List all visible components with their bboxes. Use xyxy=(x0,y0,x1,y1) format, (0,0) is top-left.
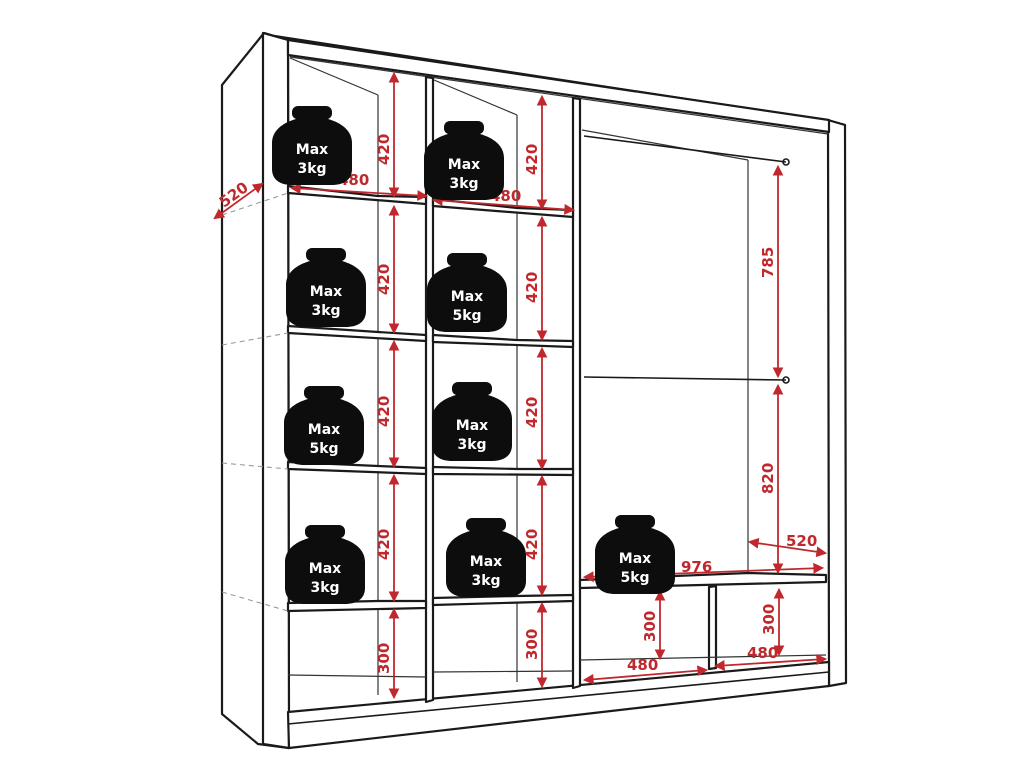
load-label-line2: 3kg xyxy=(310,580,339,596)
weight-icon: Max 3kg xyxy=(424,121,504,200)
load-label-line1: Max xyxy=(448,157,480,173)
dim-mid-4: 420 xyxy=(523,529,541,560)
load-label-line1: Max xyxy=(308,422,340,438)
load-weights: Max 3kg Max 3kg Max 3kg Max 5kg Max 5kg … xyxy=(272,106,675,604)
weight-icon: Max 3kg xyxy=(286,248,366,327)
dim-mid-3: 420 xyxy=(523,397,541,428)
load-label-line1: Max xyxy=(456,418,488,434)
load-label-line1: Max xyxy=(309,561,341,577)
dim-mid-2: 420 xyxy=(523,272,541,303)
dim-hanging-upper: 785 xyxy=(759,247,777,278)
load-label-line2: 5kg xyxy=(452,308,481,324)
dim-right-depth: 520 xyxy=(786,532,817,550)
divider-1 xyxy=(424,75,435,704)
right-side-panel xyxy=(826,118,848,688)
dim-left-2: 420 xyxy=(375,264,393,295)
weight-icon: Max 5kg xyxy=(427,253,507,332)
dim-hanging-lower: 820 xyxy=(759,463,777,494)
dim-left-4: 420 xyxy=(375,529,393,560)
dim-drawer-height-left: 300 xyxy=(641,611,659,642)
dim-right-width: 976 xyxy=(681,558,712,576)
load-label-line2: 3kg xyxy=(449,176,478,192)
weight-icon: Max 3kg xyxy=(272,106,352,185)
load-label-line1: Max xyxy=(470,554,502,570)
top-front-rail xyxy=(286,38,831,134)
load-label-line2: 3kg xyxy=(297,161,326,177)
bottom-plinth xyxy=(286,660,831,750)
load-label-line1: Max xyxy=(451,289,483,305)
dim-left-5: 300 xyxy=(375,643,393,674)
load-label-line1: Max xyxy=(619,551,651,567)
weight-icon: Max 5kg xyxy=(284,386,364,465)
dim-drawer-width-left: 480 xyxy=(627,656,658,674)
dimension-lines: 520 480 480 420 420 420 420 300 420 420 … xyxy=(213,71,828,700)
dim-drawer-height-right: 300 xyxy=(760,604,778,635)
weight-icon: Max 3kg xyxy=(285,525,365,604)
cabinet-structure xyxy=(220,31,848,750)
weight-icon: Max 5kg xyxy=(595,515,675,594)
load-label-line1: Max xyxy=(310,284,342,300)
load-label-line2: 5kg xyxy=(309,441,338,457)
load-label-line2: 3kg xyxy=(471,573,500,589)
dim-mid-5: 300 xyxy=(523,629,541,660)
divider-2 xyxy=(571,96,582,690)
weight-icon: Max 3kg xyxy=(446,518,526,597)
load-label-line1: Max xyxy=(296,142,328,158)
dim-drawer-width-right: 480 xyxy=(747,644,778,662)
load-label-line2: 5kg xyxy=(620,570,649,586)
weight-icon: Max 3kg xyxy=(432,382,512,461)
load-label-line2: 3kg xyxy=(457,437,486,453)
dim-left-3: 420 xyxy=(375,396,393,427)
dim-mid-1: 420 xyxy=(523,144,541,175)
dim-left-1: 420 xyxy=(375,134,393,165)
load-label-line2: 3kg xyxy=(311,303,340,319)
